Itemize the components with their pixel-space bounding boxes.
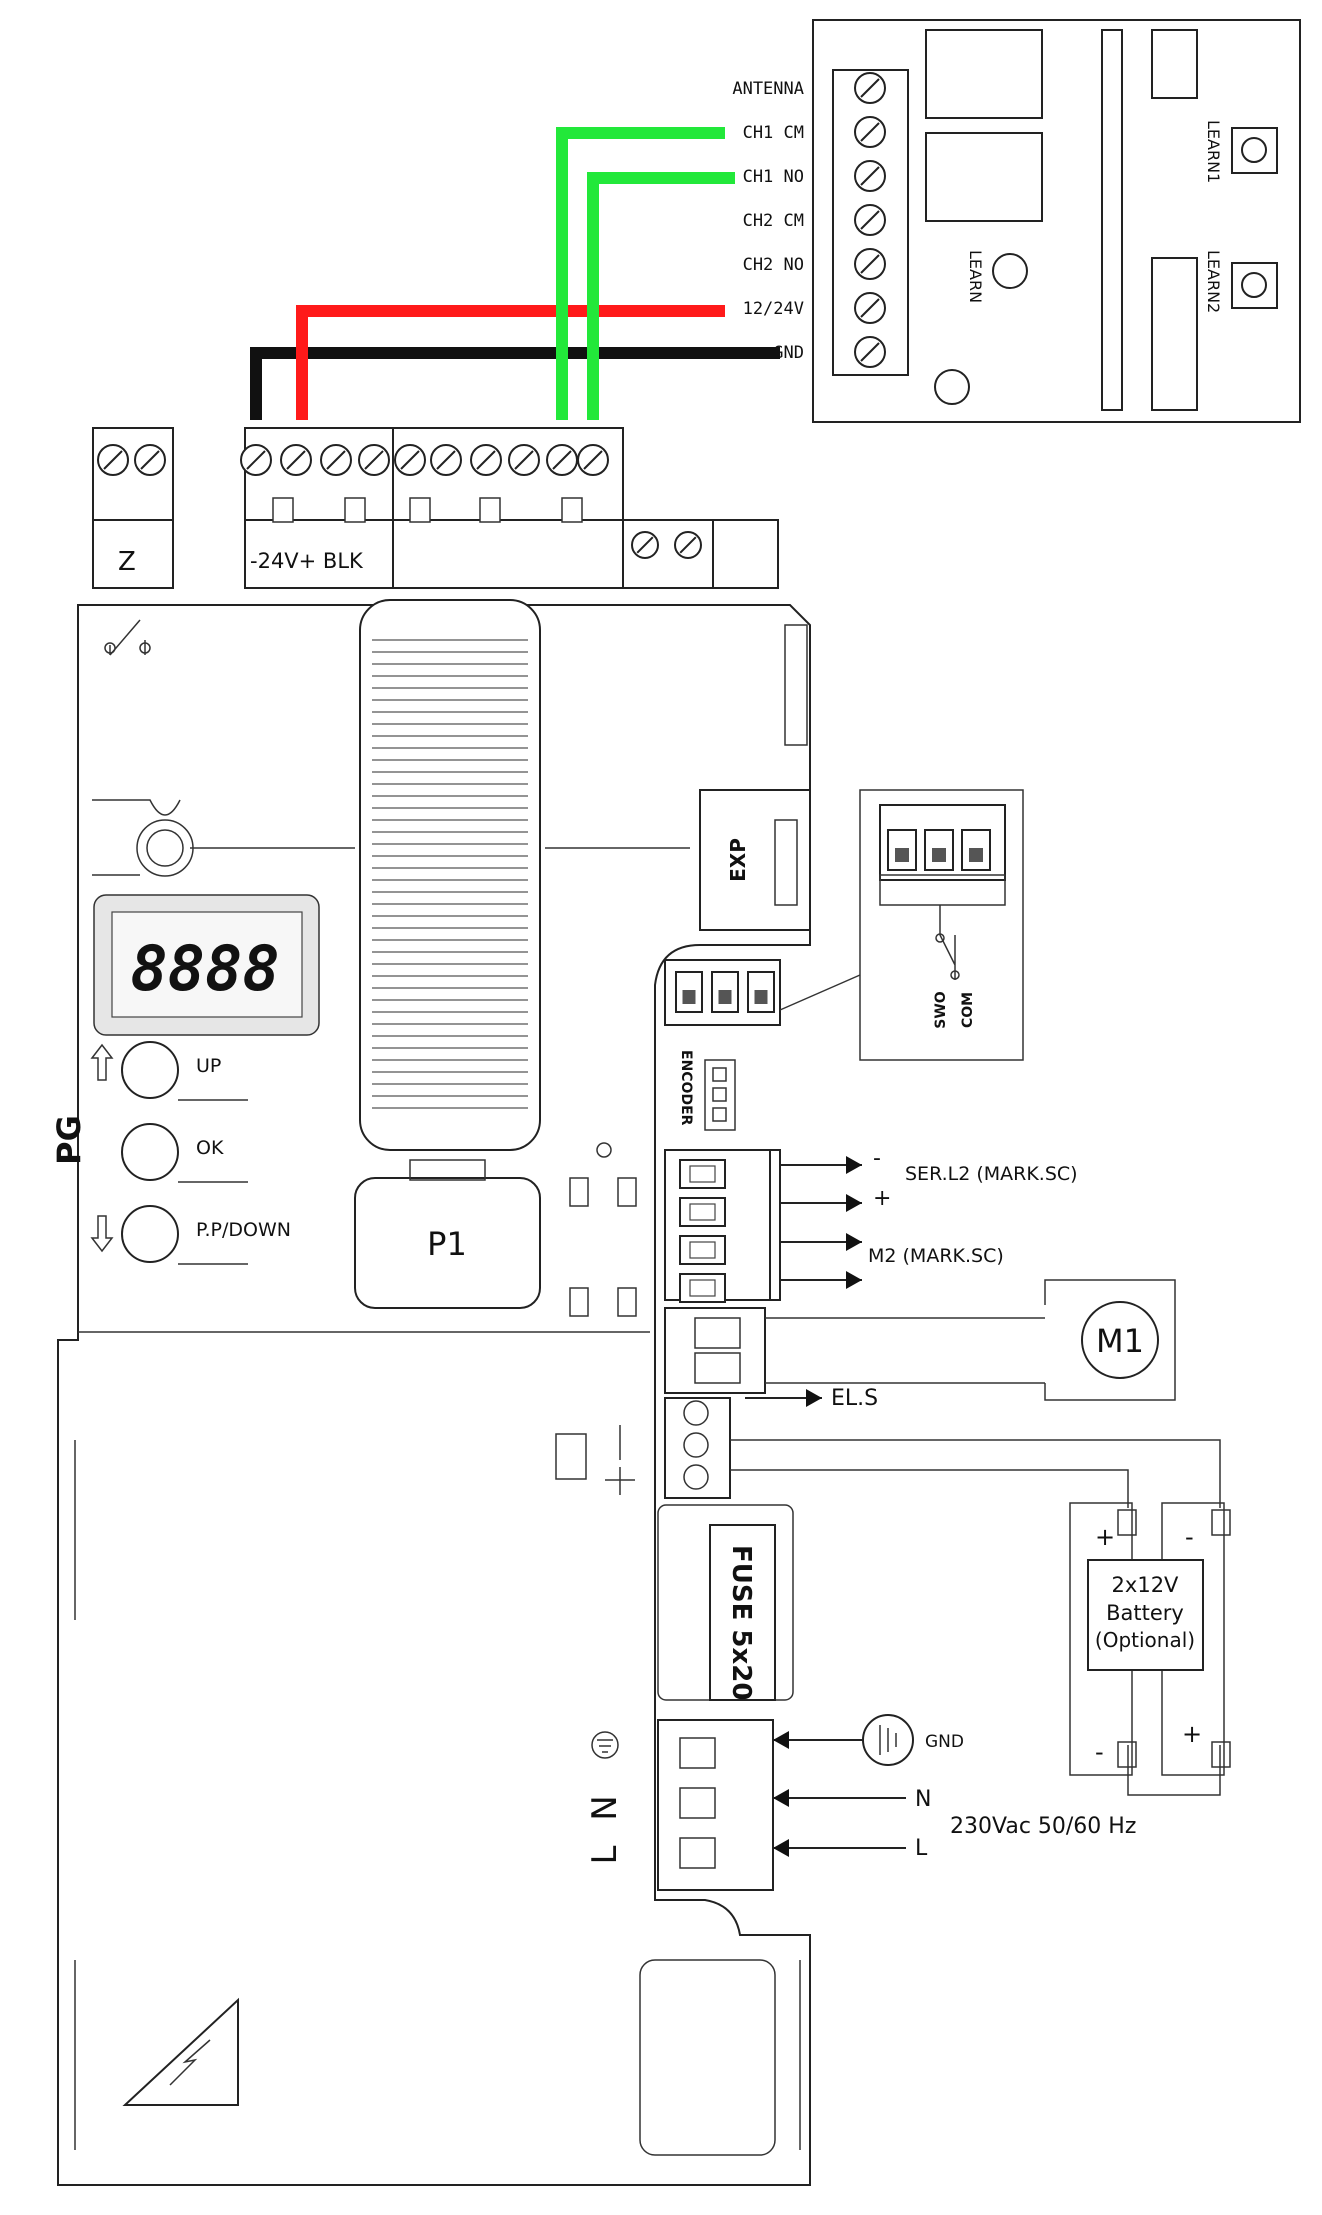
learn-label: LEARN xyxy=(966,250,985,303)
ser-pin-3 xyxy=(679,1273,726,1303)
arrow-head-icon xyxy=(806,1389,822,1407)
learn2-button[interactable] xyxy=(1231,262,1278,309)
swo-label: SWO xyxy=(933,991,949,1029)
gnd-label: GND xyxy=(925,1732,964,1752)
battery-plus-top: + xyxy=(1095,1523,1115,1551)
motor-m1 xyxy=(1081,1301,1159,1379)
arrow-head-icon xyxy=(846,1194,862,1212)
receiver-terminal-label: 12/24V xyxy=(743,299,804,319)
arrow-head-icon xyxy=(846,1233,862,1251)
up-button-label: UP xyxy=(196,1055,221,1077)
ser-minus: - xyxy=(873,1146,881,1171)
exp-label: EXP xyxy=(726,838,750,882)
battery-line1: 2x12V xyxy=(1112,1573,1180,1597)
mains-l-letter: L xyxy=(585,1845,625,1864)
svg-text:Z: Z xyxy=(118,547,136,577)
receiver-module: LEARN LEARN1 LEARN2 ANTENNA CH1 CM CH1 NO C… xyxy=(732,19,1301,423)
battery-line3: (Optional) xyxy=(1095,1628,1195,1652)
encoder-label: ENCODER xyxy=(678,1050,694,1126)
ch1-cm-wire xyxy=(556,127,725,420)
fuse-label: FUSE 5x20 xyxy=(726,1545,756,1700)
receiver-terminal-label: CH1 CM xyxy=(743,123,804,143)
receiver-terminal-label: GND xyxy=(773,343,804,363)
p1-label: P1 xyxy=(427,1225,467,1263)
els-label: EL.S xyxy=(831,1386,878,1411)
motor-label: M1 xyxy=(1096,1322,1144,1360)
l-label: L xyxy=(915,1836,928,1861)
down-arrow-icon xyxy=(90,1215,114,1253)
arrow-head-icon xyxy=(773,1789,789,1807)
m2-label: M2 (MARK.SC) xyxy=(868,1245,1004,1267)
learn1-label: LEARN1 xyxy=(1204,120,1223,183)
battery-icon xyxy=(555,1433,587,1480)
com-label: COM xyxy=(960,992,976,1028)
fuse xyxy=(709,1524,776,1701)
ser-pin-2 xyxy=(679,1235,726,1265)
top-terminals: Z -24V+ BLK xyxy=(92,427,779,589)
exp-connector xyxy=(699,789,811,931)
up-arrow-icon xyxy=(90,1043,114,1081)
supply-terminal-label: -24V+ BLK xyxy=(250,549,364,573)
learn-led-icon xyxy=(992,253,1028,289)
receiver-terminal-label: CH2 CM xyxy=(743,211,804,231)
terminal-latch xyxy=(479,497,501,523)
n-label: N xyxy=(915,1787,931,1812)
pg-label: PG xyxy=(50,1115,88,1165)
terminal-latch xyxy=(409,497,431,523)
main-connector xyxy=(359,599,541,1151)
supply-wire xyxy=(296,305,725,420)
battery-line2: Battery xyxy=(1106,1601,1184,1625)
ch1-no-wire xyxy=(587,172,735,420)
p1-transformer xyxy=(354,1177,541,1309)
ser-pin-0 xyxy=(679,1159,726,1189)
arrow-head-icon xyxy=(846,1271,862,1289)
terminal-latch xyxy=(561,497,583,523)
ok-button-label: OK xyxy=(196,1137,224,1159)
ser-pin-1 xyxy=(679,1197,726,1227)
receiver-terminal-label: ANTENNA xyxy=(732,79,804,99)
receiver-terminal-label: CH1 NO xyxy=(743,167,804,187)
receiver-terminal-label: CH2 NO xyxy=(743,255,804,275)
arrow-head-icon xyxy=(773,1731,789,1749)
terminal-latch xyxy=(344,497,366,523)
arrow-head-icon xyxy=(846,1156,862,1174)
ser-label: SER.L2 (MARK.SC) xyxy=(905,1163,1078,1185)
gnd-wire xyxy=(250,347,780,420)
warning-icon xyxy=(122,1997,239,2106)
learn2-label: LEARN2 xyxy=(1204,250,1223,313)
relay-inset: SWO COM xyxy=(779,789,1024,1061)
terminal-latch xyxy=(272,497,294,523)
up-button[interactable] xyxy=(121,1041,179,1099)
antenna-hole-icon xyxy=(934,369,970,405)
display-value: 8888 xyxy=(130,932,279,1005)
mains-label: 230Vac 50/60 Hz xyxy=(950,1814,1136,1839)
right-connections: - + SER.L2 (MARK.SC) M2 (MARK.SC) M1 EL.… xyxy=(730,1146,1231,1861)
wires xyxy=(250,127,780,420)
down-button[interactable] xyxy=(121,1205,179,1263)
ok-button[interactable] xyxy=(121,1123,179,1181)
earth-icon xyxy=(591,1731,619,1759)
swo-com-pin-2 xyxy=(747,971,775,1013)
battery-plus-bottom: + xyxy=(1182,1720,1202,1748)
battery-minus-top: - xyxy=(1185,1523,1194,1551)
battery-minus-bottom: - xyxy=(1095,1738,1104,1766)
arrow-head-icon xyxy=(773,1839,789,1857)
learn1-button[interactable] xyxy=(1231,127,1278,174)
control-board: 8888 PG UP OK P.P/DOWN P1 EXP ENCODER xyxy=(50,599,811,2186)
down-button-label: P.P/DOWN xyxy=(196,1219,291,1241)
mains-n-letter: N xyxy=(585,1795,625,1820)
ser-plus: + xyxy=(873,1186,891,1211)
